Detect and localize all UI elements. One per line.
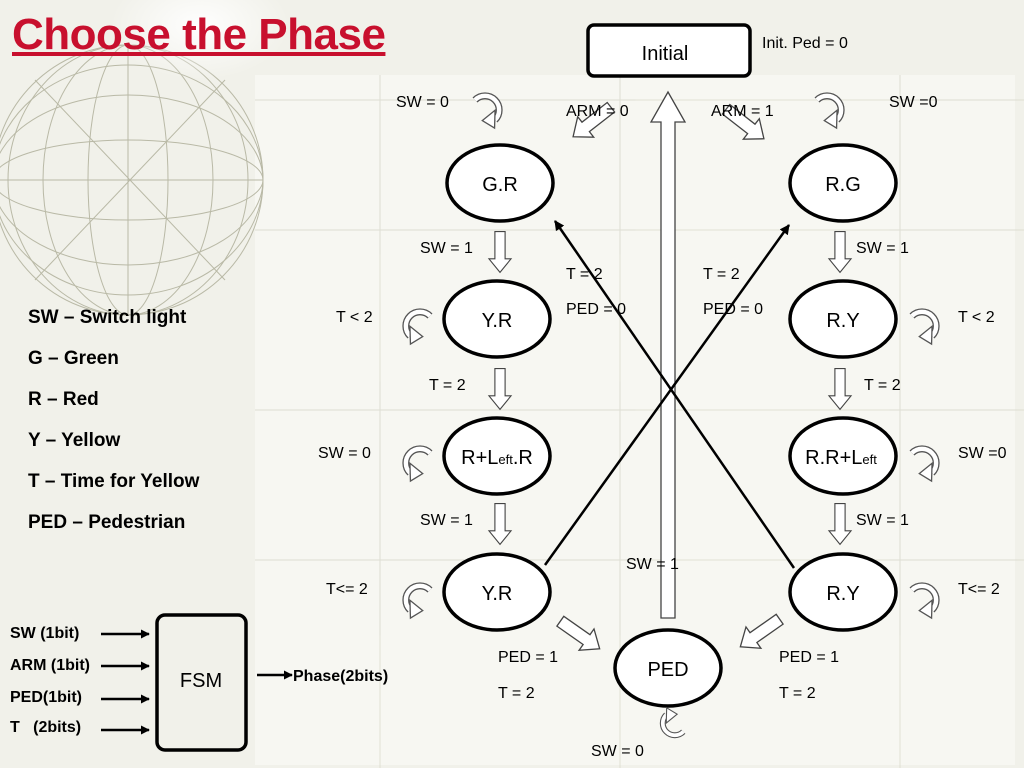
rrl-self-label: SW =0 bbox=[958, 445, 1007, 462]
state-yr-bottom bbox=[442, 552, 552, 632]
yr-to-ped-arrow bbox=[552, 609, 608, 661]
initial-state-box bbox=[586, 23, 752, 78]
ry2-self-label: T<= 2 bbox=[958, 581, 1000, 598]
state-ped bbox=[613, 628, 723, 708]
gr-self-loop-icon bbox=[475, 96, 502, 132]
left-ped1-label: PED = 1 bbox=[498, 649, 559, 666]
output-phase-label: Phase(2bits) bbox=[293, 668, 388, 685]
input-arm-label: ARM (1bit) bbox=[10, 657, 90, 674]
input-sw-label: SW (1bit) bbox=[10, 625, 79, 642]
initial-state-label: Initial bbox=[642, 43, 689, 65]
state-ped-label: PED bbox=[647, 659, 688, 681]
arm1-label: ARM = 1 bbox=[711, 103, 774, 120]
state-yr-bottom-label: Y.R bbox=[482, 583, 513, 605]
fsm-label: FSM bbox=[180, 670, 222, 692]
right-ped0-label: PED = 0 bbox=[703, 301, 764, 318]
ry-self-loop-icon bbox=[912, 312, 939, 348]
rrl-to-ry-label: SW = 1 bbox=[856, 512, 909, 529]
state-rl-r bbox=[442, 416, 552, 496]
yr-self-loop-icon bbox=[403, 312, 430, 348]
ry-self-label: T < 2 bbox=[958, 309, 995, 326]
input-t-label: T (2bits) bbox=[10, 719, 81, 736]
ry-to-rrl-arrow bbox=[828, 368, 852, 410]
yr2-self-label: T<= 2 bbox=[326, 581, 368, 598]
input-ped-label: PED(1bit) bbox=[10, 689, 82, 706]
state-r-rl bbox=[788, 416, 898, 496]
state-rg bbox=[788, 143, 898, 223]
legend-item-y: Y – Yellow bbox=[28, 430, 121, 451]
legend-item-t: T – Time for Yellow bbox=[28, 471, 200, 492]
legend-list: SW – Switch light G – Green R – Red Y – … bbox=[28, 306, 199, 552]
yr-to-rg-arrow bbox=[543, 224, 791, 566]
left-t2-label: T = 2 bbox=[566, 266, 603, 283]
yr2-self-loop-icon bbox=[403, 586, 430, 622]
state-gr-label: G.R bbox=[482, 174, 518, 196]
state-ry-top bbox=[788, 279, 898, 359]
ped-sw1-label: SW = 1 bbox=[626, 556, 679, 573]
rrl-self-loop-icon bbox=[912, 449, 939, 485]
ped-to-initial-arrow bbox=[649, 90, 687, 619]
ry2-self-loop-icon bbox=[912, 586, 939, 622]
arm0-label: ARM = 0 bbox=[566, 103, 629, 120]
ry-to-rrl-label: T = 2 bbox=[864, 377, 901, 394]
state-ry-bottom bbox=[788, 552, 898, 632]
state-gr bbox=[445, 143, 555, 223]
gr-to-yr-arrow bbox=[488, 231, 512, 273]
gr-to-yr-label: SW = 1 bbox=[420, 240, 473, 257]
right-t2-label: T = 2 bbox=[703, 266, 740, 283]
rg-self-loop-icon bbox=[817, 96, 844, 132]
state-rl-r-label: R+Left.R bbox=[461, 447, 533, 469]
rg-self-label: SW =0 bbox=[889, 94, 938, 111]
ped-self-loop-icon bbox=[661, 705, 684, 735]
yr-self-label: T < 2 bbox=[336, 309, 373, 326]
yr-to-rl-label: T = 2 bbox=[429, 377, 466, 394]
ped-self-label: SW = 0 bbox=[591, 743, 644, 760]
legend-item-ped: PED – Pedestrian bbox=[28, 512, 186, 533]
legend-item-sw: SW – Switch light bbox=[28, 307, 187, 328]
rl-to-yr-label: SW = 1 bbox=[420, 512, 473, 529]
right-ped1-label: PED = 1 bbox=[779, 649, 840, 666]
state-yr-top-label: Y.R bbox=[482, 310, 513, 332]
rl-to-yr-arrow bbox=[488, 503, 512, 545]
left-ped0-label: PED = 0 bbox=[566, 301, 627, 318]
legend-item-g: G – Green bbox=[28, 348, 119, 369]
rg-to-ry-label: SW = 1 bbox=[856, 240, 909, 257]
state-r-rl-label: R.R+Left bbox=[805, 447, 877, 469]
legend-item-r: R – Red bbox=[28, 389, 99, 410]
state-rg-label: R.G bbox=[825, 174, 861, 196]
gr-self-label: SW = 0 bbox=[396, 94, 449, 111]
rg-to-ry-arrow bbox=[828, 231, 852, 273]
fsm-box bbox=[155, 613, 248, 752]
slide-title: Choose the Phase bbox=[12, 10, 386, 59]
state-yr-top bbox=[442, 279, 552, 359]
ry-to-gr-arrow bbox=[553, 220, 796, 569]
rl-self-loop-icon bbox=[403, 449, 430, 485]
state-ry-bottom-label: R.Y bbox=[826, 583, 859, 605]
right-t2b-label: T = 2 bbox=[779, 685, 816, 702]
rrl-to-ry-arrow bbox=[828, 503, 852, 545]
yr-to-rl-arrow bbox=[488, 368, 512, 410]
init-ped-label: Init. Ped = 0 bbox=[762, 35, 848, 52]
rl-self-label: SW = 0 bbox=[318, 445, 371, 462]
left-t2b-label: T = 2 bbox=[498, 685, 535, 702]
state-ry-top-label: R.Y bbox=[826, 310, 859, 332]
